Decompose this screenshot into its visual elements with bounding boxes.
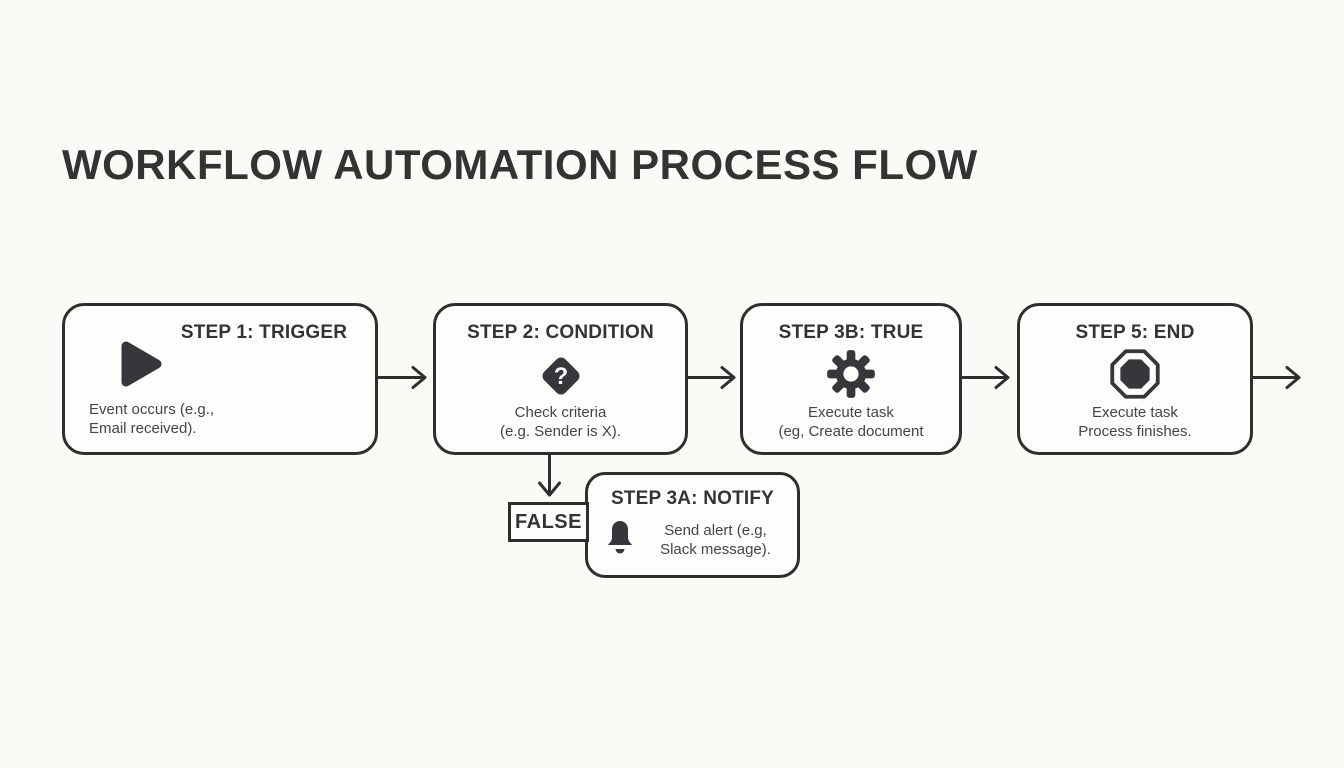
question-diamond-icon: ? <box>436 348 685 404</box>
svg-text:?: ? <box>553 364 567 390</box>
false-branch-label: FALSE <box>508 502 589 542</box>
flow-node-notify: STEP 3A: NOTIFY Send alert (e.g, Slack m… <box>585 472 800 578</box>
node-description: Execute task (eg, Create document <box>778 404 924 440</box>
arrow-condition-to-false <box>536 454 563 500</box>
node-title: STEP 2: CONDITION <box>467 322 654 343</box>
arrow-trigger-to-condition <box>378 364 431 391</box>
arrow-condition-to-true <box>687 364 740 391</box>
node-title: STEP 3B: TRUE <box>778 322 924 343</box>
node-title: STEP 3A: NOTIFY <box>610 488 775 509</box>
flow-node-trigger: STEP 1: TRIGGER Event occurs (e.g., Emai… <box>62 303 378 455</box>
page-title: WORKFLOW AUTOMATION PROCESS FLOW <box>62 141 978 188</box>
node-description: Execute task Process finishes. <box>1078 404 1192 440</box>
bell-icon <box>604 519 636 557</box>
arrow-end-exit <box>1252 364 1305 391</box>
flow-node-condition: STEP 2: CONDITION ? Check criteria (e.g.… <box>433 303 688 455</box>
node-title: STEP 1: TRIGGER <box>180 322 348 343</box>
flow-node-true: STEP 3B: TRUE <box>740 303 962 455</box>
gear-icon <box>743 348 959 400</box>
node-description: Send alert (e.g, Slack message). <box>660 522 771 558</box>
node-description: Event occurs (e.g., Email received). <box>89 401 215 437</box>
stop-octagon-icon <box>1020 348 1250 400</box>
node-title: STEP 5: END <box>1075 322 1195 343</box>
flow-node-end: STEP 5: END Execute task Process finishe… <box>1017 303 1253 455</box>
arrow-true-to-end <box>961 364 1014 391</box>
node-description: Check criteria (e.g. Sender is X). <box>500 404 621 440</box>
play-icon <box>117 338 165 390</box>
